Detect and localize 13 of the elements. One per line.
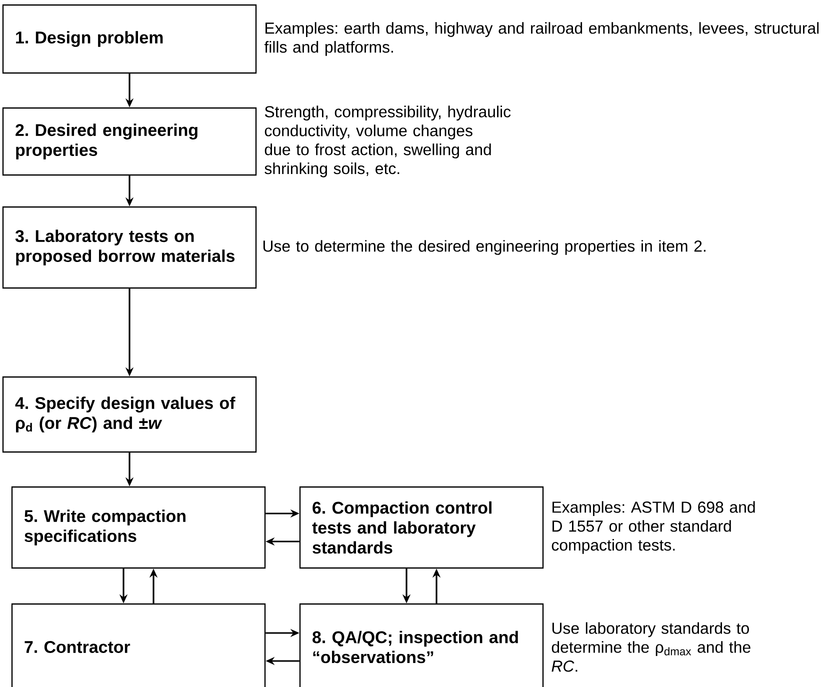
side-note: Use laboratory standards to determine the ρ$_{dmax}$ and the RC. [552,622,750,672]
process-box: 3. Laboratory tests on proposed borrow materials [2,206,257,289]
side-note: Examples: earth dams, highway and railroad embankments, levees, structural fills and platforms. [264,22,819,56]
process-box: 5. Write compaction specifications [11,486,266,569]
process-box: 4. Specify design values of ρ$_{d}$ (or RC) and ±w [2,376,257,453]
side-note: Use to determine the desired engineering properties in item 2. [263,240,706,255]
process-box: 2. Desired engineering properties [2,107,257,176]
process-box: 7. Contractor [11,603,266,687]
process-box: 8. QA/QC; inspection and “observations” [299,603,544,687]
process-box: 1. Design problem [2,4,257,74]
side-note: Examples: ASTM D 698 and D 1557 or other standard compaction tests. [552,501,755,554]
side-note: Strength, compressibility, hydraulic conductivity, volume changes due to frost action, swelling and shrinking soils, etc. [264,106,511,178]
process-box: 6. Compaction control tests and laboratory standards [299,486,544,569]
